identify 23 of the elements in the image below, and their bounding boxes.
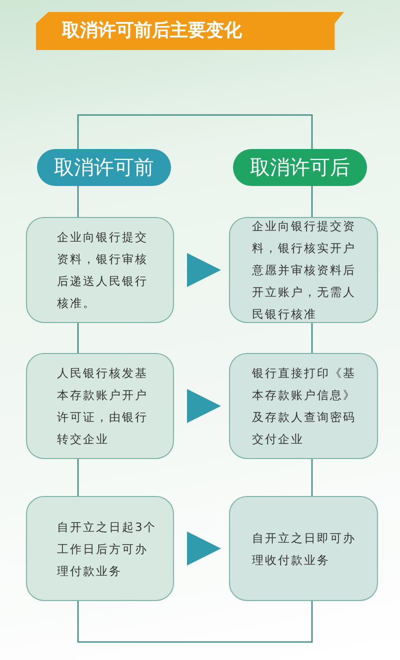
step-text: 自开立之日即可办理收付款业务 <box>252 530 357 568</box>
step-box <box>26 217 174 323</box>
connector-line <box>311 186 313 217</box>
step-box <box>229 217 378 323</box>
heading-pill: 取消许可前 <box>37 149 171 186</box>
connector-line <box>77 323 79 353</box>
step-text: 自开立之日起3个工作日后方可办理付款业务 <box>57 518 158 580</box>
step-box <box>229 353 378 459</box>
step-box <box>26 496 174 601</box>
connector-line <box>77 114 313 149</box>
connector-line <box>311 323 313 353</box>
step-text: 企业向银行提交资料，银行审核后递送人民银行核准。 <box>57 229 149 312</box>
step-text: 人民银行核发基本存款账户开户许可证，由银行转交企业 <box>57 365 149 448</box>
step-text: 银行直接打印《基本存款账户信息》及存款人查询密码交付企业 <box>252 365 357 448</box>
connector-line <box>311 459 313 496</box>
heading-pill: 取消许可后 <box>233 149 367 186</box>
connector-line <box>77 186 79 217</box>
connector-line <box>77 459 79 496</box>
step-text: 企业向银行提交资料，银行核实开户意愿并审核资料后开立账户，无需人民银行核准 <box>252 218 357 323</box>
connector-line <box>77 601 313 643</box>
step-box <box>26 353 174 459</box>
step-box <box>229 496 378 601</box>
title-banner: 取消许可前后主要变化 <box>36 12 344 50</box>
